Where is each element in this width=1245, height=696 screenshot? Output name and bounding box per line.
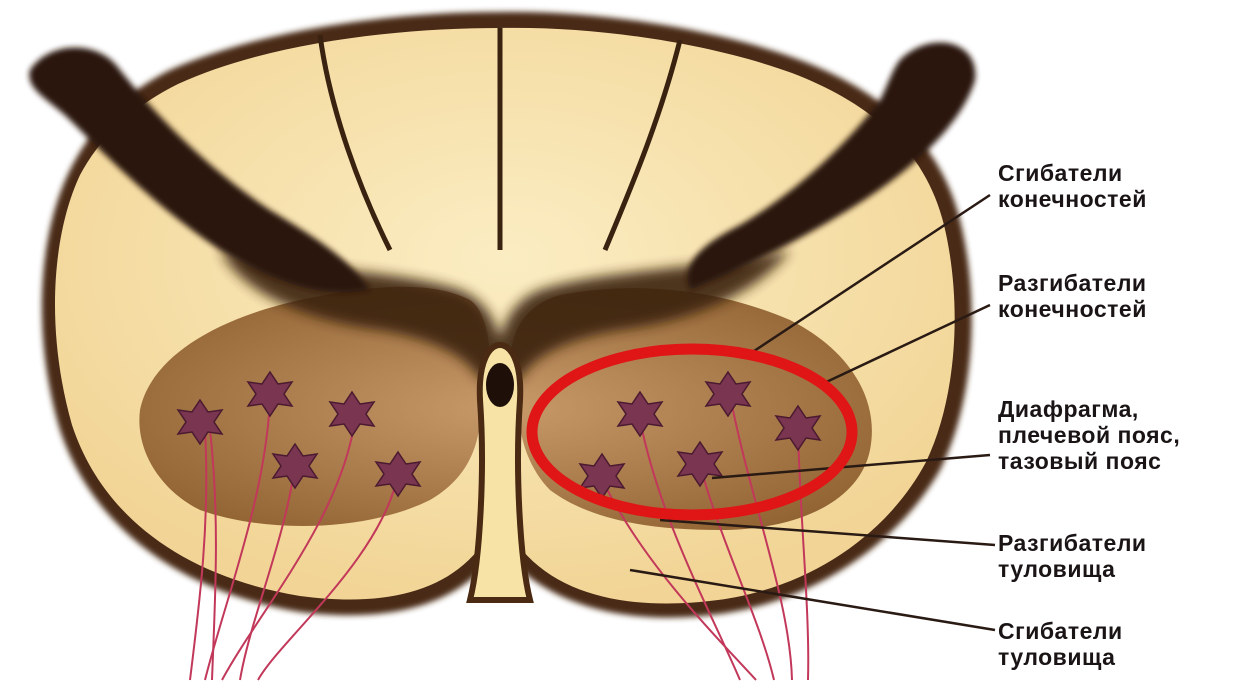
label-flexor-trunk: Сгибатели туловища <box>998 618 1123 670</box>
label-line: Разгибатели <box>998 530 1147 556</box>
label-line: туловища <box>998 644 1123 670</box>
label-line: Диафрагма, <box>998 396 1180 422</box>
label-line: плечевой пояс, <box>998 422 1180 448</box>
label-line: Сгибатели <box>998 160 1147 186</box>
label-line: тазовый пояс <box>998 448 1180 474</box>
label-flexor-limbs: Сгибатели конечностей <box>998 160 1147 212</box>
central-canal <box>486 363 514 407</box>
label-diaphragm-girdles: Диафрагма, плечевой пояс, тазовый пояс <box>998 396 1180 474</box>
label-line: туловища <box>998 556 1147 582</box>
label-line: конечностей <box>998 186 1147 212</box>
label-line: Сгибатели <box>998 618 1123 644</box>
label-extensor-trunk: Разгибатели туловища <box>998 530 1147 582</box>
label-line: конечностей <box>998 296 1147 322</box>
label-line: Разгибатели <box>998 270 1147 296</box>
label-extensor-limbs: Разгибатели конечностей <box>998 270 1147 322</box>
